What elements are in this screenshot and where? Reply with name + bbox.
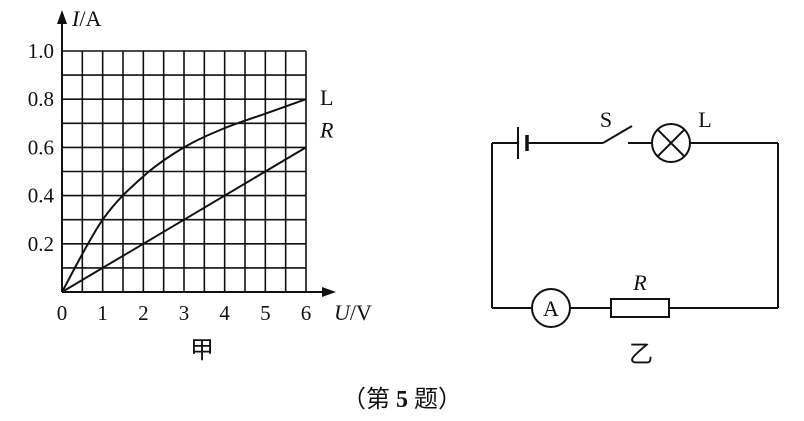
y-axis-arrow	[57, 10, 67, 24]
switch-label: S	[600, 107, 612, 132]
x-axis-label: U/V	[334, 300, 372, 325]
y-tick-label: 0.2	[28, 232, 54, 256]
y-tick-label: 0.6	[28, 135, 54, 159]
curve-R	[61, 146, 307, 293]
grid	[62, 50, 307, 292]
curve-label-R: R	[319, 117, 334, 142]
curve-L	[61, 98, 307, 293]
iu-graph: 0.2 0.4 0.6 0.8 1.0 1 2 3 4 5 6 0 I/A U/V LR 甲	[28, 6, 372, 364]
curves	[61, 98, 307, 293]
axes	[57, 10, 336, 297]
resistor-symbol	[610, 298, 670, 318]
y-tick-labels: 0.2 0.4 0.6 0.8 1.0	[28, 39, 55, 256]
lamp-label: L	[698, 107, 711, 132]
ammeter-label: A	[543, 296, 559, 321]
y-tick-label: 0.8	[28, 87, 54, 111]
x-tick-label: 3	[179, 301, 190, 325]
curve-label-L: L	[320, 85, 333, 110]
x-axis-arrow	[322, 287, 336, 297]
y-tick-label: 1.0	[28, 39, 54, 63]
y-axis-var: I	[71, 6, 81, 31]
x-tick-label: 2	[138, 301, 149, 325]
battery-symbol	[517, 127, 529, 159]
x-tick-label: 5	[260, 301, 271, 325]
y-tick-label: 0.4	[28, 184, 55, 208]
circuit-diagram: S L R A 乙	[491, 107, 779, 368]
graph-caption: 甲	[190, 336, 214, 364]
origin-label: 0	[57, 301, 68, 325]
x-tick-label: 4	[219, 301, 230, 325]
y-axis-unit: /A	[79, 6, 101, 31]
x-axis-var: U	[334, 300, 352, 325]
figure-caption-number: 5	[396, 387, 408, 413]
resistor-label: R	[632, 270, 647, 295]
figure-caption-open: （第	[342, 385, 390, 413]
lamp-cross-b	[656, 128, 686, 158]
figure-caption-close: 题）	[414, 385, 462, 413]
lamp-symbol	[651, 123, 691, 163]
ammeter-symbol: A	[531, 288, 571, 328]
switch-symbol	[602, 125, 652, 144]
circuit-caption: 乙	[629, 340, 653, 368]
x-tick-label: 1	[97, 301, 108, 325]
x-tick-labels: 1 2 3 4 5 6	[97, 301, 311, 325]
switch-blade	[602, 125, 633, 144]
x-axis-unit: /V	[350, 300, 372, 325]
curve-labels: LR	[319, 85, 334, 142]
x-tick-label: 6	[301, 301, 312, 325]
y-axis-label: I/A	[71, 6, 101, 31]
